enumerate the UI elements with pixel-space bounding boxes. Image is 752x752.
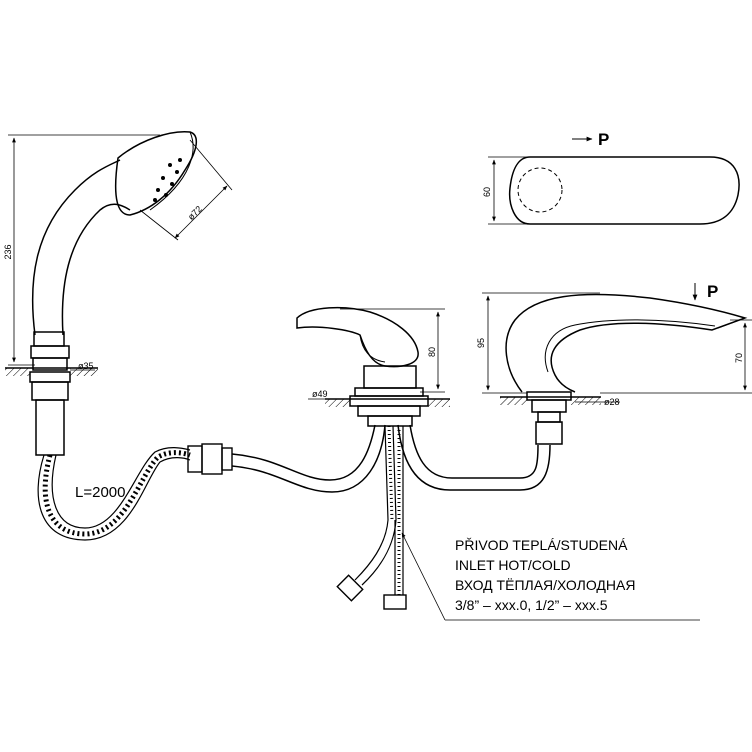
spout-outlet-dimension (600, 319, 752, 394)
top-view-hole (517, 167, 563, 213)
spray-face (153, 158, 182, 202)
spout-height-label: 95 (476, 338, 486, 348)
shower-head-label: ø72 (186, 204, 204, 222)
flexible-hose (37, 443, 233, 541)
shower-height-dimension (8, 134, 160, 366)
mixer-deck (325, 398, 450, 407)
shower-deck (5, 367, 98, 376)
inlet-hoses (336, 425, 407, 610)
spout-height-dimension (482, 292, 600, 394)
spout-base-label: ø28 (604, 397, 620, 407)
hand-shower (29, 131, 197, 456)
shower-base-label: ø35 (78, 361, 94, 371)
note-line-3: ВХОД ТЁПЛАЯ/ХОЛОДНАЯ (455, 577, 635, 593)
mixer-height-label: 80 (427, 347, 437, 357)
top-view-width-dimension (488, 156, 528, 225)
shower-height-label: 236 (3, 244, 13, 259)
mixer-height-dimension (340, 308, 445, 393)
spout-direction-label: P (707, 282, 718, 301)
mixer-body (296, 306, 429, 427)
top-view-plate (508, 156, 740, 225)
note-line-4: 3/8” – xxx.0, 1/2” – xxx.5 (455, 597, 608, 613)
note-line-1: PŘIVOD TEPLÁ/STUDENÁ (455, 537, 628, 553)
spout-outlet-label: 70 (734, 353, 744, 363)
note-leader (401, 532, 700, 621)
hose-length-label: L=2000 (75, 484, 125, 501)
top-view-width-label: 60 (482, 187, 492, 197)
top-view-direction-label: P (598, 130, 609, 149)
spout-deck (500, 396, 601, 405)
supply-pipe (231, 424, 551, 493)
shower-head-dimension (139, 139, 233, 241)
note-line-2: INLET HOT/COLD (455, 557, 571, 573)
spout-body (505, 293, 748, 445)
mixer-base-label: ø49 (312, 389, 328, 399)
